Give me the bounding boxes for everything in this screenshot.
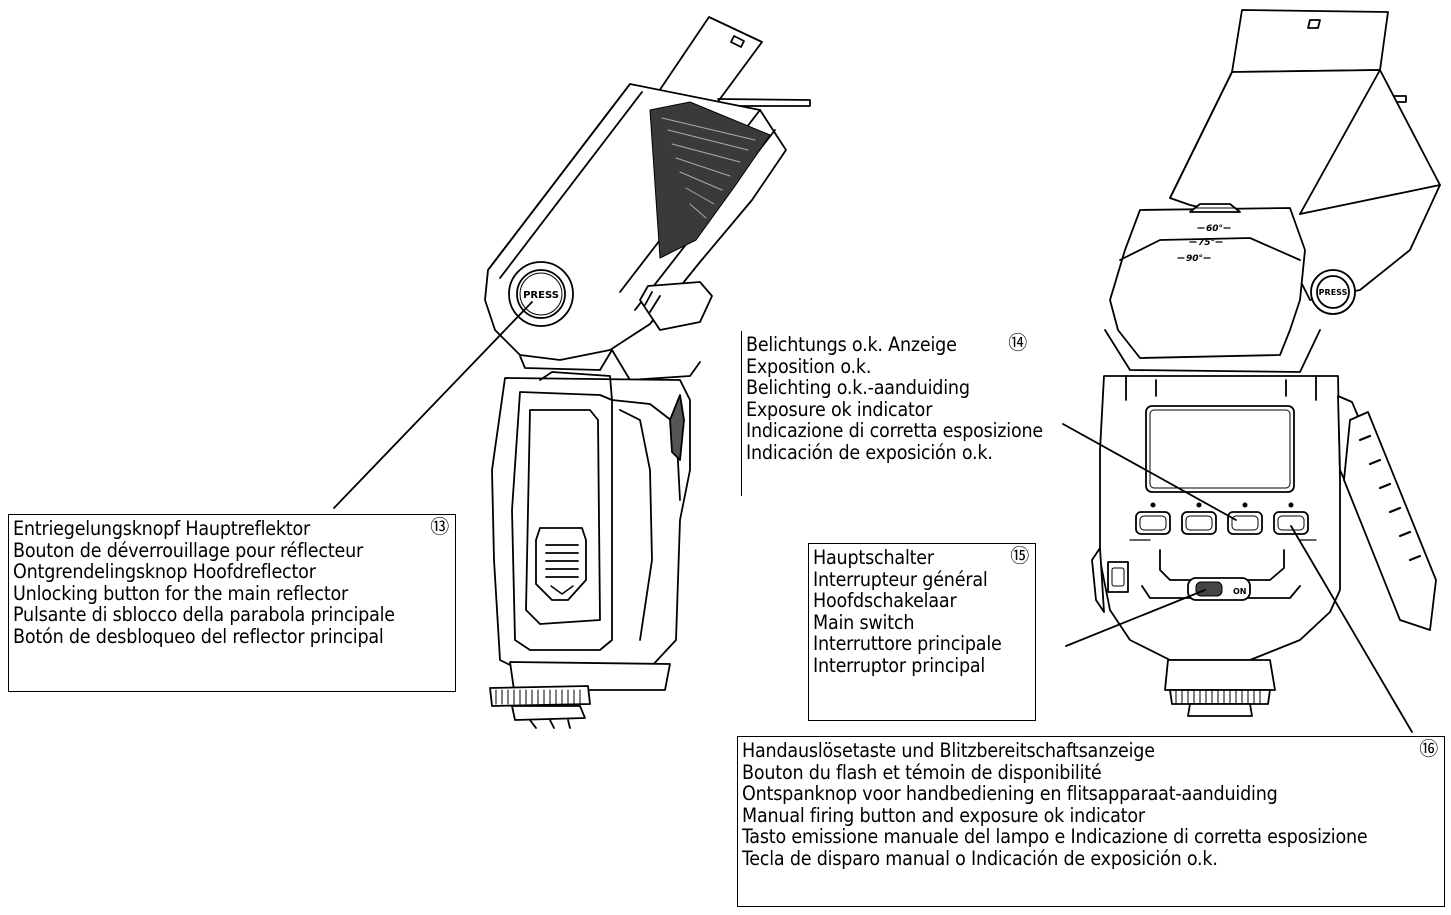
callout-14-line-de: Belichtungs o.k. Anzeige xyxy=(746,333,957,356)
callout-15-line-es: Interruptor principal xyxy=(813,653,986,677)
callout-number-15: ⑮ xyxy=(1010,545,1029,567)
callout-13-line-de: Entriegelungsknopf Hauptreflektor xyxy=(13,517,311,540)
left-battery-body xyxy=(491,371,691,681)
callout-16-line-es: Tecla de disparo manual o Indicación de … xyxy=(742,846,1218,870)
leader-line-15 xyxy=(1065,589,1206,647)
right-press-button[interactable]: PRESS xyxy=(1310,269,1356,315)
right-flash-unit: 60° 75° 90° PRESS xyxy=(1062,9,1441,733)
callout-13-line-fr: Bouton de déverrouillage pour réflecteur xyxy=(13,538,364,562)
callout-13-line-it: Pulsante di sblocco della parabola princ… xyxy=(13,603,395,627)
right-swivel-base: 60° 75° 90° xyxy=(1104,203,1321,373)
callout-13-line-es: Botón de desbloqueo del reflector princi… xyxy=(13,624,384,648)
right-press-label: PRESS xyxy=(1319,288,1348,297)
callout-15-line-de: Hauptschalter xyxy=(813,546,934,569)
callout-15-line-fr: Interrupteur général xyxy=(813,567,988,591)
tilt-mark-60: 60° xyxy=(1206,224,1223,234)
callout-15-line-it: Interruttore principale xyxy=(813,632,1002,656)
left-flash-unit: PRESS xyxy=(333,16,811,729)
callout-number-13: ⑬ xyxy=(430,516,449,538)
callout-14-exposure-indicator: ⑭ Belichtungs o.k. Anzeige Exposition o.… xyxy=(741,331,1044,496)
leader-line-14 xyxy=(1062,423,1237,521)
button-3[interactable] xyxy=(1227,511,1263,535)
callout-number-16: ⑯ xyxy=(1419,738,1438,760)
usb-port xyxy=(1091,547,1129,613)
tilt-mark-75: 75° xyxy=(1198,238,1215,248)
callout-13-line-en: Unlocking button for the main reflector xyxy=(13,581,349,605)
left-press-button[interactable]: PRESS xyxy=(508,261,574,327)
callout-16-manual-firing-button: ⑯ Handauslösetaste und Blitzbereitschaft… xyxy=(737,736,1445,907)
test-button[interactable] xyxy=(1273,511,1309,535)
left-battery-latch xyxy=(535,527,587,601)
callout-15-line-en: Main switch xyxy=(813,610,915,634)
right-hot-shoe xyxy=(1164,659,1276,717)
button-2[interactable] xyxy=(1181,511,1217,535)
left-hot-shoe xyxy=(489,661,671,729)
callout-14-line-es: Indicación de exposición o.k. xyxy=(746,440,993,464)
callout-number-14: ⑭ xyxy=(1008,332,1027,354)
callout-14-line-nl: Belichting o.k.-aanduiding xyxy=(746,376,970,400)
callout-16-line-de: Handauslösetaste und Blitzbereitschaftsa… xyxy=(742,739,1155,762)
button-1[interactable] xyxy=(1135,511,1171,535)
leader-line-13 xyxy=(333,301,533,509)
callout-13-line-nl: Ontgrendelingsknop Hoofdreflector xyxy=(13,560,316,584)
left-press-label: PRESS xyxy=(523,290,559,301)
callout-14-line-fr: Exposition o.k. xyxy=(746,354,872,378)
callout-16-line-en: Manual firing button and exposure ok ind… xyxy=(742,803,1145,827)
callout-16-line-it: Tasto emissione manuale del lampo e Indi… xyxy=(742,825,1368,849)
callout-15-main-switch: ⑮ Hauptschalter Interrupteur général Hoo… xyxy=(808,543,1036,721)
callout-16-line-nl: Ontspanknop voor handbediening en flitsa… xyxy=(742,782,1278,806)
control-buttons xyxy=(1129,502,1317,599)
main-switch[interactable]: ON xyxy=(1187,577,1251,601)
callout-16-line-fr: Bouton du flash et témoin de disponibili… xyxy=(742,760,1102,784)
callout-14-line-en: Exposure ok indicator xyxy=(746,397,933,421)
leader-line-16 xyxy=(1290,525,1413,733)
callout-13-unlocking-button: ⑬ Entriegelungsknopf Hauptreflektor Bout… xyxy=(8,514,456,692)
callout-15-line-nl: Hoofdschakelaar xyxy=(813,589,957,613)
callout-14-line-it: Indicazione di corretta esposizione xyxy=(746,419,1044,443)
tilt-mark-90: 90° xyxy=(1186,254,1203,264)
right-battery-door xyxy=(1337,395,1437,631)
switch-on-label: ON xyxy=(1233,587,1247,596)
